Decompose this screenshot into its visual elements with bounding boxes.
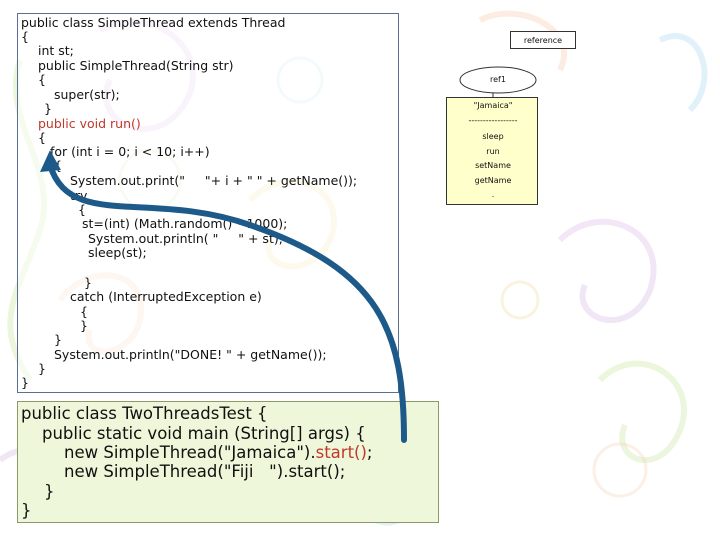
code-line-18: } xyxy=(84,275,92,290)
code-line-17: sleep(st); xyxy=(88,245,147,260)
code-line-21: } xyxy=(80,318,88,333)
method-run: run xyxy=(486,147,500,156)
start-call-highlight: start() xyxy=(315,443,367,462)
main-line-3: new SimpleThread("Jamaica").start(); xyxy=(64,443,372,462)
code-line-25: } xyxy=(21,375,29,390)
main-line-6: } xyxy=(21,501,32,520)
code-line-12: System.out.print(" "+ i + " " + getName(… xyxy=(70,173,358,188)
main-line-3-end: ; xyxy=(366,443,373,462)
code-line-14: { xyxy=(78,202,86,217)
method-getname: getName xyxy=(474,176,512,185)
main-line-1: public class TwoThreadsTest { xyxy=(21,404,268,423)
code-line-11: { xyxy=(54,158,62,173)
two-threads-test-panel: public class TwoThreadsTest { public sta… xyxy=(17,401,439,523)
main-line-3-code: new SimpleThread("Jamaica"). xyxy=(64,443,316,462)
code-line-22: } xyxy=(54,332,62,347)
object-name: "Jamaica" xyxy=(473,101,513,110)
code-line-6: super(str); xyxy=(54,87,120,102)
code-line-3: int st; xyxy=(38,43,74,58)
reference-box: reference xyxy=(510,31,576,49)
method-setname: setName xyxy=(475,161,511,170)
object-separator: ----------------- xyxy=(468,116,518,125)
main-line-2: public static void main (String[] args) … xyxy=(42,424,366,443)
code-line-24: } xyxy=(38,361,46,376)
code-line-10: for (int i = 0; i < 10; i++) xyxy=(50,144,210,159)
ref1-label: ref1 xyxy=(490,75,506,84)
method-more: . xyxy=(491,190,495,199)
code-line-23: System.out.println("DONE! " + getName())… xyxy=(54,347,327,362)
method-sleep: sleep xyxy=(482,132,504,141)
code-line-5: { xyxy=(38,72,46,87)
code-line-2: { xyxy=(21,29,29,44)
code-line-20: { xyxy=(80,304,88,319)
code-line-1: public class SimpleThread extends Thread xyxy=(21,15,286,30)
code-line-7: } xyxy=(44,101,52,116)
code-line-4: public SimpleThread(String str) xyxy=(38,58,234,73)
code-line-run: public void run() xyxy=(38,116,141,131)
code-line-9: { xyxy=(38,130,46,145)
code-line-13: try xyxy=(70,188,88,203)
code-line-19: catch (InterruptedException e) xyxy=(70,289,262,304)
main-line-4: new SimpleThread("Fiji ").start(); xyxy=(64,462,346,481)
main-line-5: } xyxy=(44,482,55,501)
simple-thread-code-panel: public class SimpleThread extends Thread… xyxy=(17,13,399,393)
code-line-15: st=(int) (Math.random() * 1000); xyxy=(82,216,288,231)
code-line-16: System.out.println( " " + st); xyxy=(88,231,283,246)
jamaica-object-panel: "Jamaica" ----------------- sleep run se… xyxy=(446,97,538,205)
